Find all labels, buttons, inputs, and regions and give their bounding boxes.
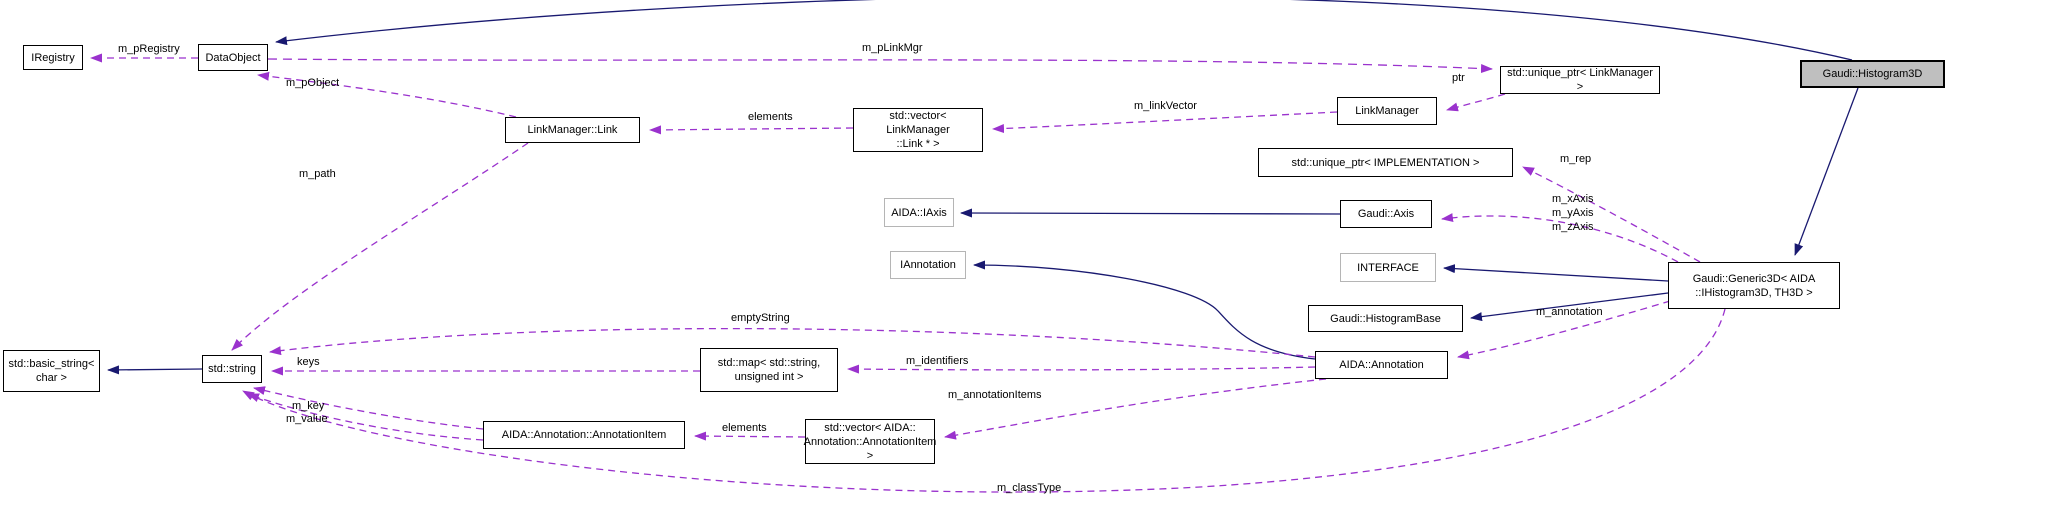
edge-m-annotationitems [944,378,1327,440]
edge-elements-item [694,431,806,441]
edge-emptystring [269,327,1316,358]
edge-label-elements-item: elements [722,422,767,434]
node-gaudi-histogram3d: Gaudi::Histogram3D [1800,60,1945,88]
edge-m-value [247,393,484,441]
node-std-basic-string[interactable]: std::basic_string< char > [3,350,100,392]
edge-label-m-value: m_value [286,413,328,425]
node-unique-ptr-implementation[interactable]: std::unique_ptr< IMPLEMENTATION > [1258,148,1513,177]
edge-label-m-yaxis: m_yAxis [1552,207,1594,219]
edge-label-m-xaxis: m_xAxis [1552,193,1594,205]
node-vector-linkmanager-link[interactable]: std::vector< LinkManager ::Link * > [853,108,983,152]
edge-label-m-linkvector: m_linkVector [1134,100,1197,112]
edge-elements-link [649,125,854,135]
edge-m-annotation [1457,300,1671,360]
node-iannotation: IAnnotation [890,251,966,279]
node-gaudi-histogrambase[interactable]: Gaudi::HistogramBase [1308,305,1463,332]
edge-gaudiaxis-aidaiaxis [960,208,1341,218]
edge-label-m-identifiers: m_identifiers [906,355,969,367]
edge-m-linkvector [992,111,1338,134]
edge-generic3d-histogrambase [1470,292,1669,322]
edge-m-xyzaxis [1441,213,1679,263]
edge-m-rep [1522,166,1701,263]
edge-ptr [1446,93,1506,112]
edge-label-m-pobject: m_pObject [286,77,340,89]
node-linkmanager[interactable]: LinkManager [1337,97,1437,125]
edge-label-m-pregistry: m_pRegistry [118,43,180,55]
node-unique-ptr-linkmanager[interactable]: std::unique_ptr< LinkManager > [1500,66,1660,94]
edge-m-path [231,142,529,351]
node-gaudi-generic3d[interactable]: Gaudi::Generic3D< AIDA ::IHistogram3D, T… [1668,262,1840,309]
edge-label-ptr: ptr [1452,72,1465,84]
edge-m-pobject [257,71,517,118]
node-linkmanager-link[interactable]: LinkManager::Link [505,117,640,143]
edge-label-keys: keys [297,356,320,368]
edge-label-m-annotation: m_annotation [1536,306,1603,318]
edge-m-plinkmgr [267,58,1493,74]
edge-label-m-zaxis: m_zAxis [1552,221,1594,233]
edge-label-m-annotationitems: m_annotationItems [948,389,1042,401]
edge-label-m-key: m_key [292,400,325,412]
edge-annotation-iannotation [973,260,1316,360]
edge-histogram3d-dataobject [275,0,1853,61]
node-aida-annotation[interactable]: AIDA::Annotation [1315,351,1448,379]
edge-stdstring-basicstring [107,365,203,375]
edge-label-m-rep: m_rep [1560,153,1592,165]
node-std-map[interactable]: std::map< std::string, unsigned int > [700,348,838,392]
edge-label-m-classtype: m_classType [997,482,1062,494]
edge-label-emptystring: emptyString [731,312,790,324]
edge-label-elements-link: elements [748,111,793,123]
edge-histogram3d-generic3d [1794,87,1859,256]
edge-label-m-plinkmgr: m_pLinkMgr [862,42,923,54]
node-dataobject[interactable]: DataObject [198,44,268,71]
node-interface: INTERFACE [1340,253,1436,282]
edge-m-classtype [242,308,1726,493]
edge-label-m-path: m_path [299,168,336,180]
node-std-string[interactable]: std::string [202,355,262,383]
node-vector-annotation-item[interactable]: std::vector< AIDA:: Annotation::Annotati… [804,419,936,464]
edge-m-key [253,386,484,430]
node-aida-annotation-item[interactable]: AIDA::Annotation::AnnotationItem [483,421,685,449]
node-gaudi-axis[interactable]: Gaudi::Axis [1340,200,1432,228]
node-aida-iaxis: AIDA::IAxis [884,198,954,227]
edge-m-identifiers [847,364,1316,374]
node-iregistry[interactable]: IRegistry [23,45,83,70]
edge-generic3d-interface [1443,264,1669,282]
